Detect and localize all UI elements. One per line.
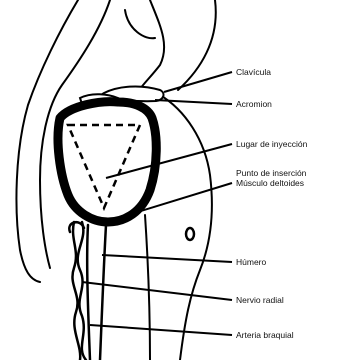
label-injection-site: Lugar de inyección [236, 139, 308, 149]
label-insertion-point-line2: Músculo deltoides [236, 178, 304, 188]
humerus-bone-left [87, 225, 90, 360]
chest-outline [178, 0, 216, 90]
leader-acromion [155, 100, 232, 104]
neck-left-outline [125, 10, 155, 38]
label-insertion-point-line1: Punto de inserción [236, 168, 307, 178]
skin-marker [186, 228, 194, 240]
inner-arm-line [145, 215, 150, 360]
label-radial-nerve: Nervio radial [236, 295, 284, 305]
neck-right-outline [138, 0, 164, 92]
torso-outline [160, 95, 212, 360]
label-clavicle: Clavícula [236, 67, 271, 77]
arm-structures [69, 222, 106, 360]
humerus-bone-right [100, 225, 106, 360]
leader-radial-nerve [82, 282, 232, 300]
labels: Clavícula Acromion Lugar de inyección Pu… [236, 67, 308, 340]
label-acromion: Acromion [236, 99, 272, 109]
label-brachial-artery: Arteria braquial [236, 330, 294, 340]
leader-brachial-artery [90, 325, 232, 335]
leader-clavicle [164, 72, 232, 92]
brachial-artery-path [78, 222, 86, 360]
deltoid-muscle [58, 102, 156, 222]
radial-nerve-path [72, 222, 80, 360]
label-humerus: Húmero [236, 257, 267, 267]
leader-humerus [102, 255, 232, 262]
nerve-knot [69, 222, 84, 232]
